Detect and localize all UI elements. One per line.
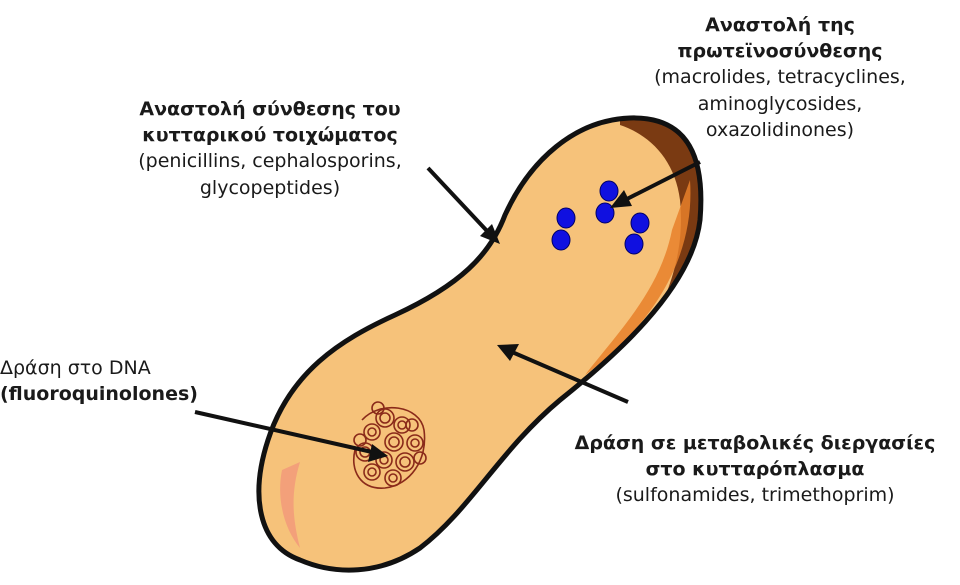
ribosome [552, 230, 570, 250]
label-dna-title: Δράση στο DNA [0, 355, 210, 381]
label-cell-wall-synthesis: Αναστολή σύνθεσης του κυτταρικού τοιχώμα… [70, 96, 470, 201]
label-dna-action: Δράση στο DNA (fluoroquinolones) [0, 355, 210, 407]
ribosome [625, 234, 643, 254]
label-cell-wall-examples: (penicillins, cephalosporins, glycopepti… [70, 148, 470, 200]
label-protein-examples-2: aminoglycosides, [600, 91, 960, 117]
ribosome [596, 203, 614, 223]
label-protein-synthesis: Αναστολή της πρωτεϊνοσύνθεσης (macrolide… [600, 12, 960, 143]
label-cell-wall-title: Αναστολή σύνθεσης του κυτταρικού τοιχώμα… [70, 96, 470, 148]
label-metab-examples: (sulfonamides, trimethoprim) [560, 482, 950, 508]
ribosome [631, 213, 649, 233]
label-dna-examples: (fluoroquinolones) [0, 381, 210, 407]
label-metab-title-2: στο κυτταρόπλασμα [560, 456, 950, 482]
label-protein-examples-3: oxazolidinones) [600, 117, 960, 143]
ribosome [557, 208, 575, 228]
label-protein-examples-1: (macrolides, tetracyclines, [600, 64, 960, 90]
ribosome [600, 181, 618, 201]
label-metab-title-1: Δράση σε μεταβολικές διεργασίες [560, 430, 950, 456]
label-metabolic-processes: Δράση σε μεταβολικές διεργασίες στο κυττ… [560, 430, 950, 509]
label-protein-title: Αναστολή της πρωτεϊνοσύνθεσης [600, 12, 960, 64]
